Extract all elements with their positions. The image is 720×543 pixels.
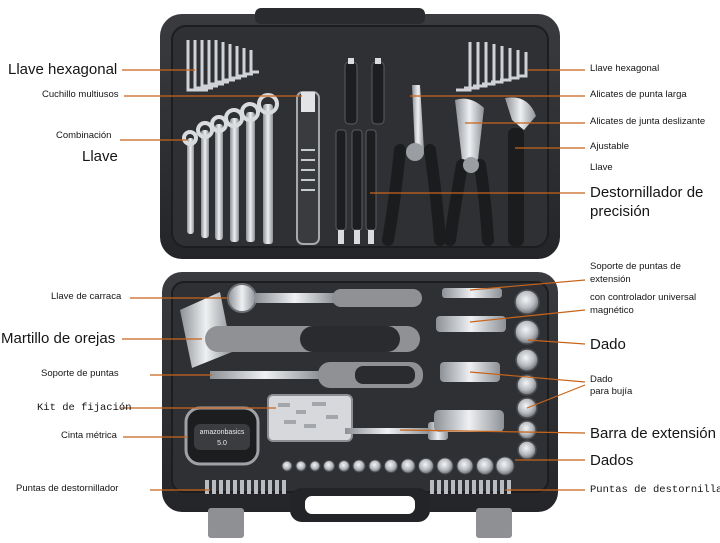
ratchet <box>227 283 422 313</box>
hex-keys-right <box>456 42 528 92</box>
label-screwdriver-bits-left: Puntas de destornillador <box>16 483 119 494</box>
slip-joint-pliers <box>444 98 494 246</box>
label-tape-measure: Cinta métrica <box>61 430 117 441</box>
label-adjustable: Ajustable <box>590 141 630 152</box>
label-spark-socket-line2: para bujía <box>590 386 633 397</box>
label-wrench-left: Llave <box>82 148 118 165</box>
long-nose-pliers <box>382 85 446 246</box>
label-hex-key-left: Llave hexagonal <box>8 61 118 78</box>
label-long-nose-pliers: Alicates de punta larga <box>590 89 687 100</box>
tape-spec-text: 5.0 <box>217 440 227 447</box>
label-ratchet: Llave de carraca <box>51 291 122 302</box>
label-extension-bar: Barra de extensión <box>590 425 716 442</box>
label-precision-screwdriver-line1: Destornillador de <box>590 184 704 201</box>
label-claw-hammer: Martillo de orejas <box>1 330 116 347</box>
adjustable-wrench <box>505 97 536 246</box>
tape-brand-text: amazonbasics <box>200 429 245 436</box>
label-universal-joint-line2: magnético <box>590 305 634 316</box>
screwdriver-bits <box>205 480 511 494</box>
label-bit-extension-line1: Soporte de puntas de <box>590 261 681 272</box>
precision-screwdrivers <box>335 58 385 244</box>
fixing-kit <box>267 394 353 442</box>
label-combination: Combinación <box>56 130 112 141</box>
label-wrench-right: Llave <box>590 162 613 173</box>
hex-keys-left <box>186 40 259 92</box>
bit-holder-screwdriver <box>210 362 423 388</box>
label-socket: Dado <box>590 336 626 353</box>
latch-left <box>208 508 244 538</box>
combination-wrenches <box>182 93 279 244</box>
label-spark-socket-line1: Dado <box>590 374 613 385</box>
label-slip-joint-pliers: Alicates de junta deslizante <box>590 116 706 127</box>
small-sockets-row <box>281 456 515 476</box>
leader-lines <box>120 69 586 491</box>
label-sockets: Dados <box>590 452 634 469</box>
label-precision-screwdriver-line2: precisión <box>590 203 651 220</box>
utility-knife <box>296 91 320 245</box>
label-bit-extension-line2: extensión <box>590 274 631 285</box>
latch-right <box>476 508 512 538</box>
label-screwdriver-bits-right: Puntas de destornillador <box>590 484 720 496</box>
label-universal-joint-line1: con controlador universal <box>590 292 697 303</box>
label-bit-holder: Soporte de puntas <box>41 368 119 379</box>
label-hex-key-right: Llave hexagonal <box>590 63 660 74</box>
label-utility-knife: Cuchillo multiusos <box>42 89 119 100</box>
tape-measure: amazonbasics 5.0 <box>184 406 260 466</box>
claw-hammer <box>180 292 420 368</box>
label-fixing-kit: Kit de fijación <box>37 402 132 414</box>
